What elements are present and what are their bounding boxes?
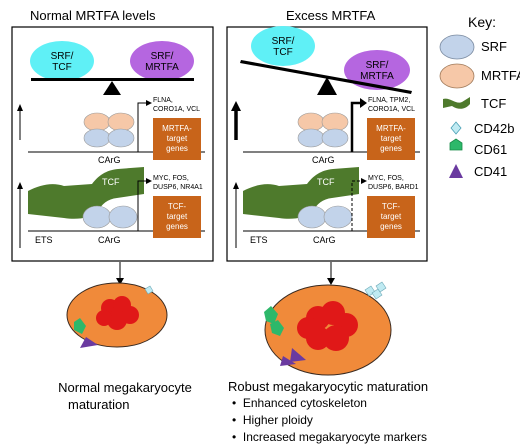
mrtfa-ellipse-icon bbox=[439, 63, 475, 89]
right-seesaw-label-srf-mrtfa: SRF/ MRTFA bbox=[360, 60, 394, 82]
diamond-icon bbox=[450, 121, 462, 135]
right-cd41-marker-2 bbox=[290, 348, 306, 362]
right-tcf-section bbox=[233, 167, 420, 248]
left-mrtfa-section bbox=[17, 100, 205, 153]
left-cd41-marker bbox=[80, 337, 98, 348]
left-tcf-section bbox=[17, 167, 205, 248]
left-tcf-label: TCF bbox=[102, 177, 120, 187]
left-carg-label: CArG bbox=[98, 155, 121, 165]
right-panel-title: Excess MRTFA bbox=[286, 8, 376, 23]
tcf-ribbon-icon bbox=[443, 97, 470, 109]
right-mrtfa-gene-list: FLNA, TPM2, CORO1A, VCL bbox=[368, 97, 416, 113]
right-ets-label: ETS bbox=[250, 235, 268, 245]
left-seesaw-srf-tcf bbox=[30, 41, 94, 81]
right-caption-heading: Robust megakaryocytic maturation bbox=[228, 379, 429, 394]
left-ets-label: ETS bbox=[35, 235, 53, 245]
right-tcf-label: TCF bbox=[317, 177, 335, 187]
key-label-cd61: CD61 bbox=[474, 142, 508, 157]
left-seesaw-label-srf-tcf: SRF/ TCF bbox=[50, 51, 74, 73]
bullet-item: • Increased megakaryocyte markers bbox=[232, 430, 427, 444]
key-title: Key: bbox=[468, 14, 497, 30]
key-label-cd41: CD41 bbox=[474, 164, 508, 179]
key-label-cd42b: CD42b bbox=[474, 121, 515, 136]
bullet-item: • Enhanced cytoskeleton bbox=[232, 396, 367, 410]
triangle-icon bbox=[449, 164, 463, 178]
left-megakaryocyte-cell bbox=[66, 282, 168, 348]
right-cd42b-marker-3 bbox=[375, 281, 387, 293]
right-carg-label: CArG bbox=[312, 155, 335, 165]
left-mrtfa-target-genes-box: MRTFA- target genes bbox=[153, 118, 201, 160]
left-cd42b-marker bbox=[144, 285, 154, 295]
srf-ellipse-icon bbox=[439, 34, 475, 60]
right-carg-label-2: CArG bbox=[313, 235, 336, 245]
left-tcf-gene-list: MYC, FOS, DUSP6, NR4A1 bbox=[153, 175, 203, 191]
left-panel-title: Normal MRTFA levels bbox=[30, 8, 156, 23]
key-icons bbox=[439, 34, 475, 178]
right-seesaw bbox=[240, 26, 412, 95]
right-seesaw-srf-mrtfa bbox=[344, 50, 410, 90]
left-tcf-target-genes-box: TCF- target genes bbox=[153, 196, 201, 238]
left-carg-label-2: CArG bbox=[98, 235, 121, 245]
right-seesaw-srf-tcf bbox=[251, 26, 315, 66]
left-seesaw-srf-mrtfa bbox=[130, 41, 194, 81]
right-cd41-marker-1 bbox=[280, 356, 296, 366]
bullet-item: • Higher ploidy bbox=[232, 413, 313, 427]
right-megakaryocyte-cell bbox=[264, 281, 392, 376]
key-label-mrtfa: MRTFA bbox=[481, 68, 520, 83]
right-tcf-target-genes-box: TCF- target genes bbox=[367, 196, 415, 238]
left-cd61-marker bbox=[74, 318, 86, 334]
left-mrtfa-gene-list: FLNA, CORO1A, VCL bbox=[153, 97, 201, 113]
right-seesaw-label-srf-tcf: SRF/ TCF bbox=[271, 36, 295, 58]
right-cd61-marker-1 bbox=[264, 306, 278, 324]
right-mrtfa-target-genes-box: MRTFA- target genes bbox=[367, 118, 415, 160]
right-mrtfa-section bbox=[231, 98, 420, 153]
left-seesaw bbox=[30, 41, 194, 95]
left-caption: Normal megakaryocyte maturation bbox=[58, 380, 192, 412]
right-caption-bullets: • Enhanced cytoskeleton • Higher ploidy … bbox=[232, 395, 427, 446]
right-tcf-gene-list: MYC, FOS, DUSP6, BARD1 bbox=[368, 175, 419, 191]
left-seesaw-label-srf-mrtfa: SRF/ MRTFA bbox=[145, 51, 179, 73]
key-label-srf: SRF bbox=[481, 39, 507, 54]
pentagon-icon bbox=[449, 138, 463, 151]
right-cd61-marker-2 bbox=[270, 320, 284, 336]
key-label-tcf: TCF bbox=[481, 96, 507, 111]
